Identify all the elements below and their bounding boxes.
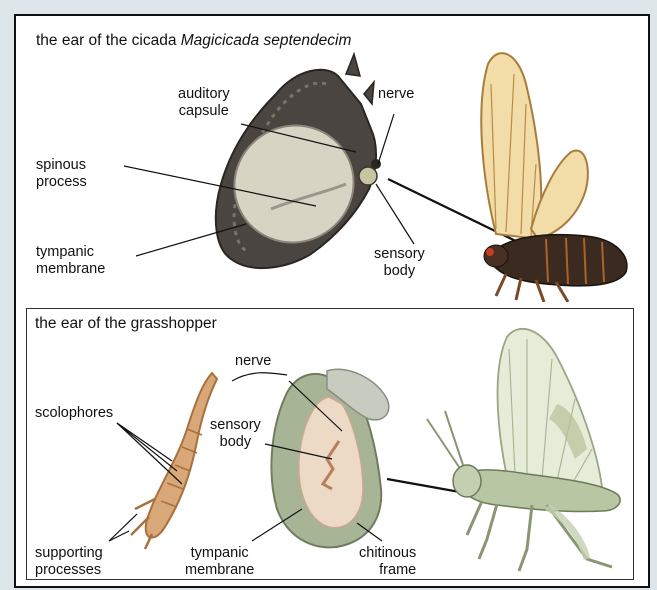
label-cicada-sensory-body: sensory body [374, 246, 425, 280]
label-supporting-processes: supporting processes [35, 545, 103, 579]
label-grasshopper-sensory-body: sensory body [210, 417, 261, 451]
label-spinous-process: spinous process [36, 157, 87, 191]
scolophore-organ [146, 373, 217, 538]
label-auditory-capsule: auditory capsule [178, 86, 230, 120]
figure: the ear of the cicada Magicicada septend… [14, 14, 650, 588]
cicada-sensory-body [359, 167, 377, 185]
label-cicada-tympanic-membrane: tympanic membrane [36, 244, 105, 278]
label-scolophores: scolophores [35, 405, 113, 422]
label-cicada-nerve: nerve [378, 86, 414, 103]
grasshopper-hindwing [498, 329, 602, 487]
cicada-illustration [26, 24, 634, 302]
label-grasshopper-tympanic-membrane: tympanic membrane [185, 545, 254, 579]
cicada-body [488, 235, 627, 286]
label-chitinous-frame: chitinous frame [359, 545, 416, 579]
cicada-panel: the ear of the cicada Magicicada septend… [26, 24, 634, 302]
label-grasshopper-nerve: nerve [235, 353, 271, 370]
grasshopper-panel: the ear of the grasshopper [26, 308, 634, 580]
grasshopper-illustration [27, 309, 635, 581]
